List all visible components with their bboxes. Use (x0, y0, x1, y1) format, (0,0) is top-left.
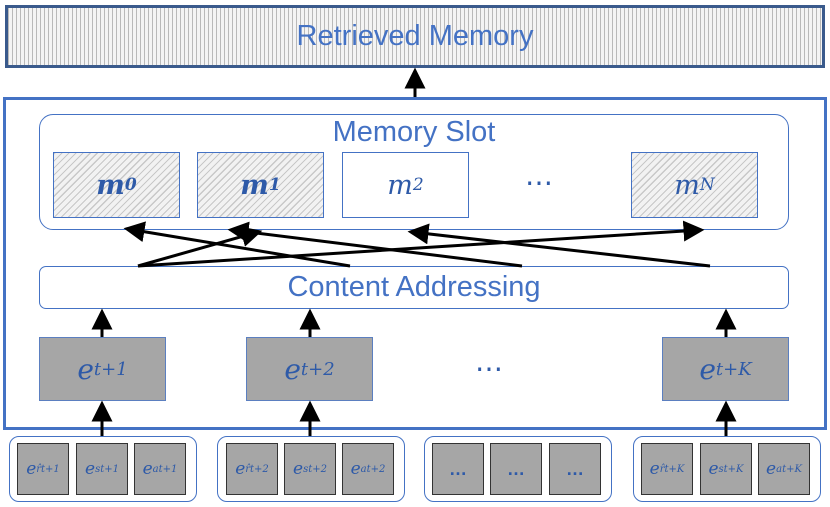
slot-m0-base: m (96, 169, 125, 201)
slot-m2-base: m (387, 169, 413, 201)
cell-sub: st+2 (303, 463, 327, 475)
slot-mN-sub: N (699, 175, 715, 195)
embedding-t1-base: e (77, 352, 94, 386)
slot-m1-base: m (240, 169, 269, 201)
cell-sub: st+K (718, 463, 744, 475)
cell-base: e (350, 459, 361, 479)
addr-arrow-1 (137, 220, 705, 268)
cell-sub: r̂t+K (659, 463, 685, 475)
cell-sub: r̂t+2 (245, 463, 269, 475)
cell-sub: st+1 (95, 463, 119, 475)
cell-sub: at+1 (152, 463, 178, 475)
embeddings-ellipsis: ⋯ (475, 352, 506, 385)
addr-arrow-5 (407, 223, 711, 268)
embedding-tK-base: e (699, 352, 716, 386)
cell-sub: at+2 (360, 463, 386, 475)
input-cell-ellipsis-3: … (549, 443, 601, 495)
cell-base: e (26, 459, 37, 479)
slot-m1-sub: 1 (268, 175, 281, 195)
slot-mN-base: m (674, 169, 700, 201)
content-addressing-box: Content Addressing (39, 266, 789, 309)
cell-base: e (708, 459, 719, 479)
slot-m0-sub: 0 (124, 175, 137, 195)
addr-arrow-4 (227, 221, 523, 268)
cell-sub: r̂t+1 (36, 463, 60, 475)
cell-sub: at+K (776, 463, 802, 475)
content-addressing-label: Content Addressing (287, 271, 541, 303)
cell-base: e (293, 459, 304, 479)
cell-base: e (235, 459, 246, 479)
cell-base: e (85, 459, 96, 479)
memory-module-frame (3, 97, 827, 430)
cell-base: e (142, 459, 153, 479)
slot-m2-sub: 2 (412, 175, 424, 195)
memory-slot-ellipsis: ⋯ (525, 166, 556, 199)
cell-base: e (766, 459, 777, 479)
memory-slot-title: Memory Slot (332, 116, 496, 148)
embedding-t2-base: e (284, 352, 301, 386)
embedding-tK-sub: t+K (715, 358, 752, 380)
retrieved-memory-box: Retrieved Memory (5, 5, 825, 68)
addr-arrow-3 (123, 221, 351, 268)
retrieved-memory-label: Retrieved Memory (296, 20, 534, 52)
input-cell-ellipsis-1: … (432, 443, 484, 495)
embedding-t2-sub: t+2 (300, 358, 335, 380)
cell-base: e (649, 459, 660, 479)
embedding-t1-sub: t+1 (93, 358, 128, 380)
input-cell-ellipsis-2: … (490, 443, 542, 495)
